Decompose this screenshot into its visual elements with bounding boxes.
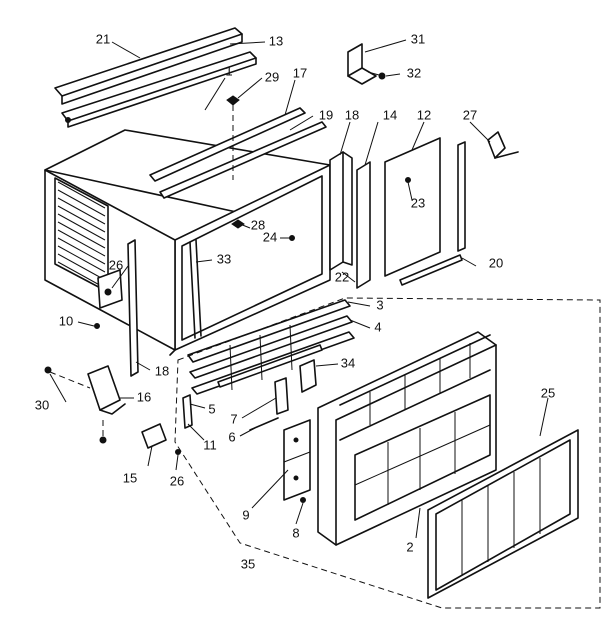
screw-26b xyxy=(175,449,181,455)
label-13: 13 xyxy=(269,33,283,48)
cabinet-1 xyxy=(44,107,331,356)
label-18b: 18 xyxy=(155,363,169,378)
label-7: 7 xyxy=(230,411,237,426)
label-4: 4 xyxy=(374,319,381,334)
label-17: 17 xyxy=(293,65,307,80)
label-5: 5 xyxy=(208,401,215,416)
top-rail-21 xyxy=(54,27,243,105)
label-18a: 18 xyxy=(345,107,359,122)
clip-5-11 xyxy=(182,394,193,429)
screw-24 xyxy=(289,235,295,241)
label-22: 22 xyxy=(335,269,349,284)
side-strip-20 xyxy=(399,141,466,286)
label-19: 19 xyxy=(319,107,333,122)
label-6: 6 xyxy=(228,429,235,444)
label-12: 12 xyxy=(417,107,431,122)
screw-8 xyxy=(300,497,306,503)
label-3: 3 xyxy=(376,297,383,312)
label-24: 24 xyxy=(263,229,277,244)
label-26a: 26 xyxy=(109,257,123,272)
label-10: 10 xyxy=(59,313,73,328)
bracket-26a xyxy=(97,269,123,309)
label-33: 33 xyxy=(217,251,231,266)
assembly-35-boundary xyxy=(174,297,601,609)
bracket-16 xyxy=(87,365,126,415)
bracket-27 xyxy=(487,131,519,159)
screw-32 xyxy=(367,71,386,80)
screw-10 xyxy=(94,323,100,329)
label-31: 31 xyxy=(411,31,425,46)
front-panel-2 xyxy=(317,331,497,546)
label-16: 16 xyxy=(137,389,151,404)
leader-lines xyxy=(49,39,549,539)
part-labels: 21 13 31 32 1 29 17 19 18 14 12 27 23 28… xyxy=(35,31,555,571)
panel-12 xyxy=(384,137,441,277)
label-26b: 26 xyxy=(170,473,184,488)
filter-panel-25 xyxy=(427,429,579,599)
top-rail-13 xyxy=(61,51,257,128)
label-9: 9 xyxy=(242,507,249,522)
louver-strips-3-4 xyxy=(187,299,355,395)
label-35: 35 xyxy=(241,556,255,571)
side-rail-14 xyxy=(356,161,371,289)
strip-18b xyxy=(127,239,139,377)
screw-28 xyxy=(231,219,245,229)
label-29: 29 xyxy=(265,69,279,84)
label-15: 15 xyxy=(123,470,137,485)
label-11: 11 xyxy=(203,437,217,452)
label-28: 28 xyxy=(251,217,265,232)
label-23: 23 xyxy=(411,195,425,210)
label-14: 14 xyxy=(383,107,397,122)
label-30: 30 xyxy=(35,397,49,412)
label-2: 2 xyxy=(406,539,413,554)
label-32: 32 xyxy=(407,65,421,80)
filter-9 xyxy=(283,419,311,501)
side-rail-18a xyxy=(329,151,353,271)
label-27: 27 xyxy=(463,107,477,122)
label-20: 20 xyxy=(489,255,503,270)
screw-29 xyxy=(226,95,240,180)
label-34: 34 xyxy=(341,355,355,370)
label-25: 25 xyxy=(541,385,555,400)
bracket-15 xyxy=(141,423,167,449)
clip-34 xyxy=(299,359,317,393)
label-1: 1 xyxy=(225,63,232,78)
screw-30 xyxy=(44,366,107,444)
label-21: 21 xyxy=(96,31,110,46)
label-8: 8 xyxy=(292,525,299,540)
clip-7 xyxy=(274,377,289,415)
